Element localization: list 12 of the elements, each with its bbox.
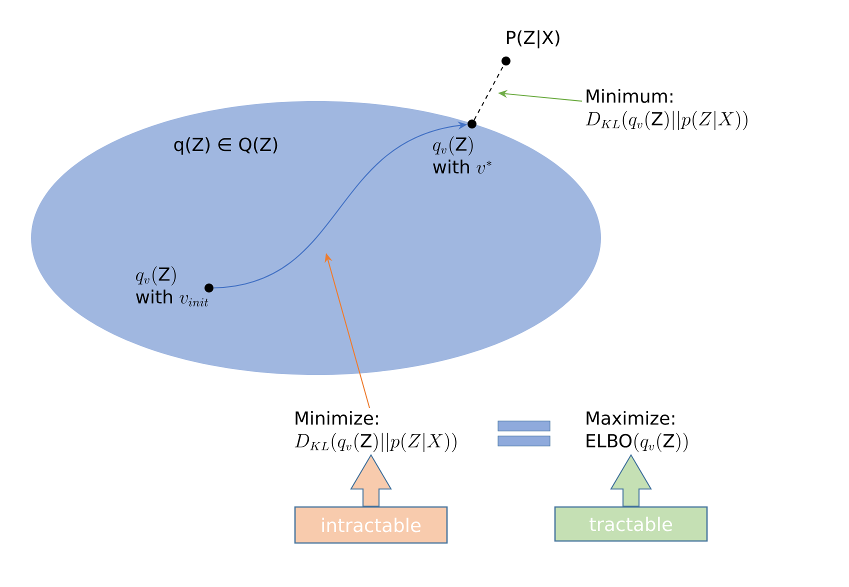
label-box: intractable xyxy=(294,506,448,544)
region-label: q(Z) ∈ Q(Z) xyxy=(174,137,278,155)
objective-text: Minimize: $D_{KL}(q_v(\text{Z})||p(Z|X))$ xyxy=(294,410,456,452)
objective-text: Maximize: $\text{ELBO}(q_v(\text{Z}))$ xyxy=(586,410,688,452)
block-arrow xyxy=(610,454,652,507)
connector-line xyxy=(474,64,504,120)
objective-text: Minimum: $D_{KL}(q_v(\text{Z})||p(Z|X))$ xyxy=(586,88,748,130)
point-label: P(Z|X) xyxy=(507,30,560,48)
label-box: tractable xyxy=(554,506,708,542)
point-label: $q_v(\text{Z})$ $\text{with } v^{*}$ xyxy=(433,136,492,174)
point-label: $q_v(\text{Z})$ $\text{with } v_{init}$ xyxy=(136,266,208,306)
block-arrow xyxy=(350,454,392,507)
